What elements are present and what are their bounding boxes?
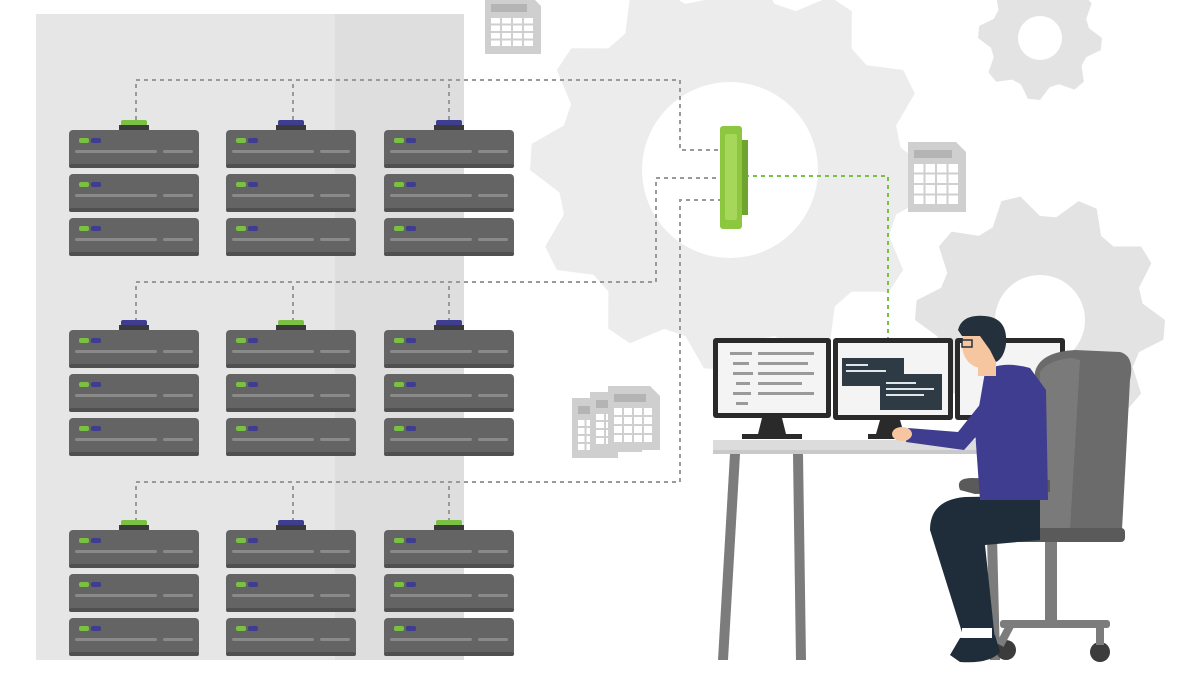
server-rack-icon: [384, 520, 514, 656]
person-at-desk-icon: [892, 315, 1048, 663]
monitor-icon: [833, 338, 953, 439]
server-rack-icon: [384, 320, 514, 456]
server-rack-icon: [226, 120, 356, 256]
network-switch-icon: [720, 126, 748, 229]
gear-icon: [978, 0, 1102, 100]
server-rack-icon: [69, 320, 199, 456]
server-rack-icon: [69, 520, 199, 656]
spreadsheet-document-icon: [485, 0, 541, 54]
monitor-icon: [713, 338, 831, 439]
server-rack-icon: [226, 520, 356, 656]
spreadsheet-stack-icon: [572, 386, 660, 458]
server-rack-icon: [384, 120, 514, 256]
spreadsheet-document-icon: [908, 142, 966, 212]
server-rack-icon: [226, 320, 356, 456]
server-racks: [69, 120, 514, 656]
server-rack-icon: [69, 120, 199, 256]
